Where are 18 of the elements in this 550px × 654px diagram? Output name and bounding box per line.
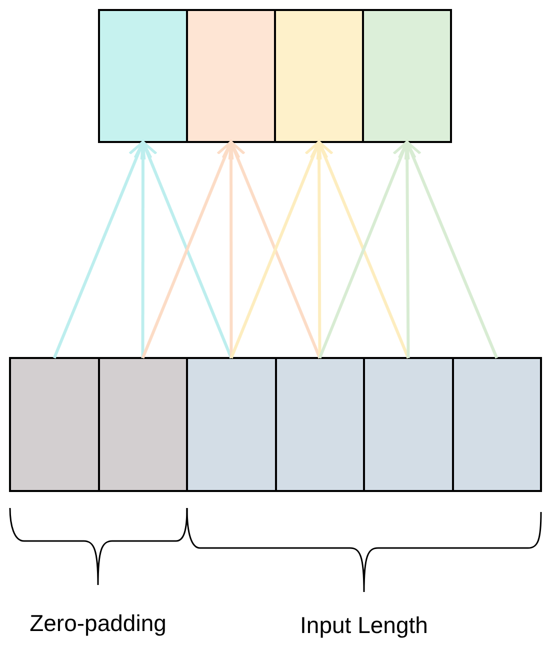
cell-box [98, 9, 188, 143]
cell-box [363, 357, 454, 492]
arrow [404, 140, 498, 359]
arrow [222, 140, 240, 358]
cell-box [9, 357, 100, 492]
brace-label: Input Length [300, 614, 428, 637]
cell-box [186, 9, 276, 143]
cell-box [98, 357, 188, 492]
cell-box [186, 357, 276, 492]
brace-label: Zero-padding [30, 612, 166, 635]
cell-box [274, 357, 365, 492]
arrow [134, 140, 152, 358]
arrow [310, 140, 328, 358]
cell-box [452, 357, 542, 492]
arrow [398, 140, 416, 358]
cell-box [362, 9, 452, 143]
arrow [52, 140, 146, 359]
cell-box [274, 9, 364, 143]
